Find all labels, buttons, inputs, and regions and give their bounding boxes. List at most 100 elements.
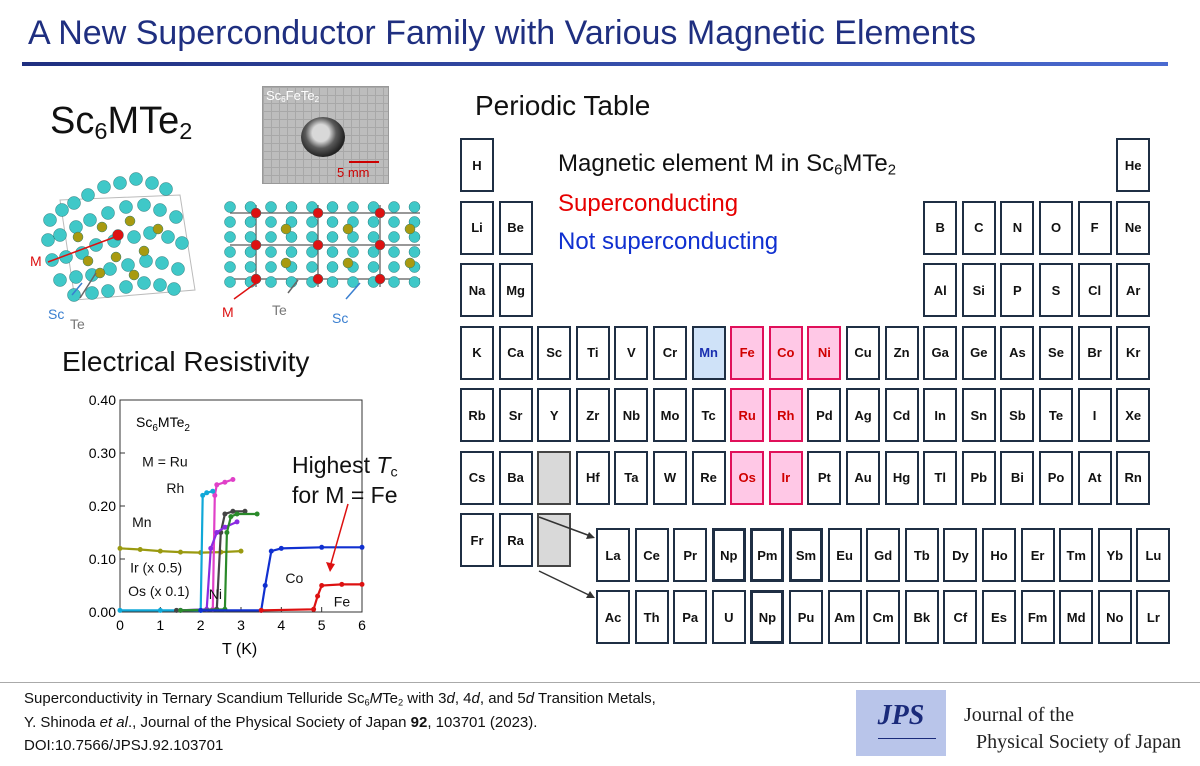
highest-tc-annotation: Highest Tc for M = Fe: [292, 450, 398, 510]
y-tick-label: 0.20: [89, 498, 116, 514]
element-s: S: [1039, 263, 1073, 317]
sc-atom: [388, 261, 400, 273]
m-pointer: [47, 236, 116, 263]
series-label: Co: [285, 570, 303, 586]
series-label: Fe: [334, 594, 351, 610]
journal-name: Journal of the Physical Society of Japan: [964, 702, 1181, 756]
sc-atom: [43, 213, 57, 227]
element-ga: Ga: [923, 325, 958, 380]
sc-atom: [347, 276, 359, 288]
sc-atom: [285, 246, 298, 258]
ref-text: ., Journal of the Physical Society of Ja…: [127, 714, 411, 731]
element-ba: Ba: [498, 450, 533, 505]
element-al: Al: [923, 263, 958, 317]
sc-atom: [171, 262, 185, 276]
annotation-arrow: [329, 503, 349, 568]
series-point: [198, 607, 204, 613]
series-point: [178, 607, 183, 613]
sc-atom: [145, 176, 159, 190]
legend-title: Magnetic element M in Sc6MTe2: [558, 150, 896, 178]
sc-atom: [408, 276, 421, 288]
element-o: O: [1039, 200, 1073, 255]
element-p: P: [1000, 263, 1035, 317]
plot-frame: [119, 399, 363, 613]
element-am: Am: [827, 590, 862, 644]
element-sm: Sm: [789, 528, 823, 582]
lanthanide-connector: [538, 516, 595, 598]
element-in: In: [923, 388, 958, 442]
element-ir: Ir: [768, 450, 803, 505]
reference-doi[interactable]: DOI:10.7566/JPSJ.92.103701: [24, 737, 224, 754]
sc-atom: [265, 201, 277, 213]
element-fr: Fr: [460, 513, 494, 567]
element-as: As: [1000, 325, 1035, 380]
element-ag: Ag: [846, 388, 880, 442]
element-pu: Pu: [789, 590, 823, 644]
element-cr: Cr: [653, 325, 687, 380]
element-gd: Gd: [866, 528, 901, 582]
element-es: Es: [982, 590, 1016, 644]
sc-atom: [265, 246, 277, 258]
element-zr: Zr: [575, 388, 610, 442]
sc-atom: [159, 182, 173, 196]
series-point: [212, 492, 218, 498]
sc-atom: [85, 286, 99, 300]
element-yb: Yb: [1097, 528, 1132, 582]
sc-atom: [347, 246, 359, 258]
sc-atom: [244, 231, 257, 243]
element-ca: Ca: [498, 325, 533, 380]
element-sc: Sc: [537, 325, 572, 380]
te-atom: [404, 223, 416, 235]
element-ge: Ge: [961, 325, 996, 380]
slide-title: A New Superconductor Family with Various…: [28, 14, 976, 52]
sc-atom: [306, 261, 318, 273]
element-bk: Bk: [904, 590, 939, 644]
sc-pointer: [71, 282, 83, 296]
sc-atom: [69, 270, 83, 284]
element-cs: Cs: [460, 450, 494, 505]
photo-label-part: Sc: [266, 88, 282, 103]
sc-atom: [285, 231, 298, 243]
y-tick-label: 0.30: [89, 445, 116, 461]
lattice-lines: [230, 205, 420, 287]
series-point: [359, 544, 365, 550]
periodic-table-heading: Periodic Table: [475, 90, 651, 121]
element-ta: Ta: [614, 450, 649, 505]
sc-atom: [408, 201, 421, 213]
te-pointer: [287, 279, 299, 294]
struct-right-sc-label: Sc: [332, 310, 349, 326]
te-atom: [128, 269, 140, 281]
te-atom: [96, 221, 108, 233]
ref-sub: 2: [397, 697, 404, 708]
sc-atom: [67, 288, 81, 302]
sc-atom: [139, 254, 153, 268]
struct-right-te-label: Te: [272, 302, 287, 318]
sc-atom: [326, 246, 339, 258]
x-tick-label: 6: [358, 617, 366, 633]
te-atom: [138, 245, 150, 257]
ref-text: Y. Shinoda: [24, 714, 100, 731]
element-no: No: [1097, 590, 1132, 644]
element-eu: Eu: [827, 528, 862, 582]
element-i: I: [1077, 388, 1112, 442]
element-pa: Pa: [673, 590, 708, 644]
element-nb: Nb: [614, 388, 649, 442]
element-ne: Ne: [1116, 200, 1151, 255]
sc-atom: [326, 201, 339, 213]
sample-pellet: [301, 117, 345, 157]
element-mg: Mg: [498, 263, 533, 317]
struct-left-sc-label: Sc: [48, 306, 65, 322]
element-placeholder: [537, 450, 572, 505]
element-lu: Lu: [1136, 528, 1171, 582]
connector-arrowhead: [586, 591, 595, 598]
x-tick-label: 5: [318, 617, 326, 633]
sc-atom: [347, 201, 359, 213]
journal-name-line1: Journal of the: [964, 704, 1074, 726]
sc-atom: [97, 180, 111, 194]
element-md: Md: [1059, 590, 1094, 644]
ref-text: Te: [382, 690, 398, 707]
sc-atom: [161, 230, 175, 244]
sc-atom: [326, 261, 339, 273]
element-w: W: [653, 450, 687, 505]
